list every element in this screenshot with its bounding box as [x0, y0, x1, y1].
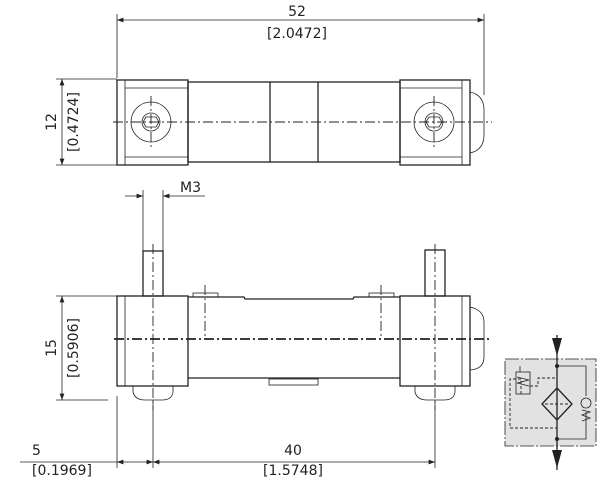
dim-5-mm: 5	[32, 443, 41, 459]
dimension-side-height: 15 [0.5906]	[44, 295, 117, 401]
dim-15-mm: 15	[44, 339, 60, 357]
dim-12-mm: 12	[44, 113, 60, 131]
dimension-overall-length: 52 [2.0472]	[116, 4, 485, 95]
dim-52-inch: [2.0472]	[267, 26, 327, 42]
dim-15-inch: [0.5906]	[66, 318, 82, 378]
dim-40-inch: [1.5748]	[263, 463, 323, 479]
dim-12-inch: [0.4724]	[66, 92, 82, 152]
dimension-top-height: 12 [0.4724]	[44, 78, 117, 166]
outlet-arrow-icon	[552, 450, 562, 468]
dim-thread-label: M3	[180, 180, 201, 196]
top-view	[113, 79, 492, 166]
dim-52-mm: 52	[288, 4, 306, 20]
filter-symbol	[504, 335, 597, 470]
inlet-arrow-icon	[552, 338, 562, 356]
side-view	[114, 244, 490, 410]
dimension-thread: M3	[125, 180, 205, 251]
dimension-hole-spacing: 5 [0.1969] 40 [1.5748]	[20, 396, 436, 479]
dim-40-mm: 40	[284, 443, 302, 459]
dim-5-inch: [0.1969]	[32, 463, 92, 479]
